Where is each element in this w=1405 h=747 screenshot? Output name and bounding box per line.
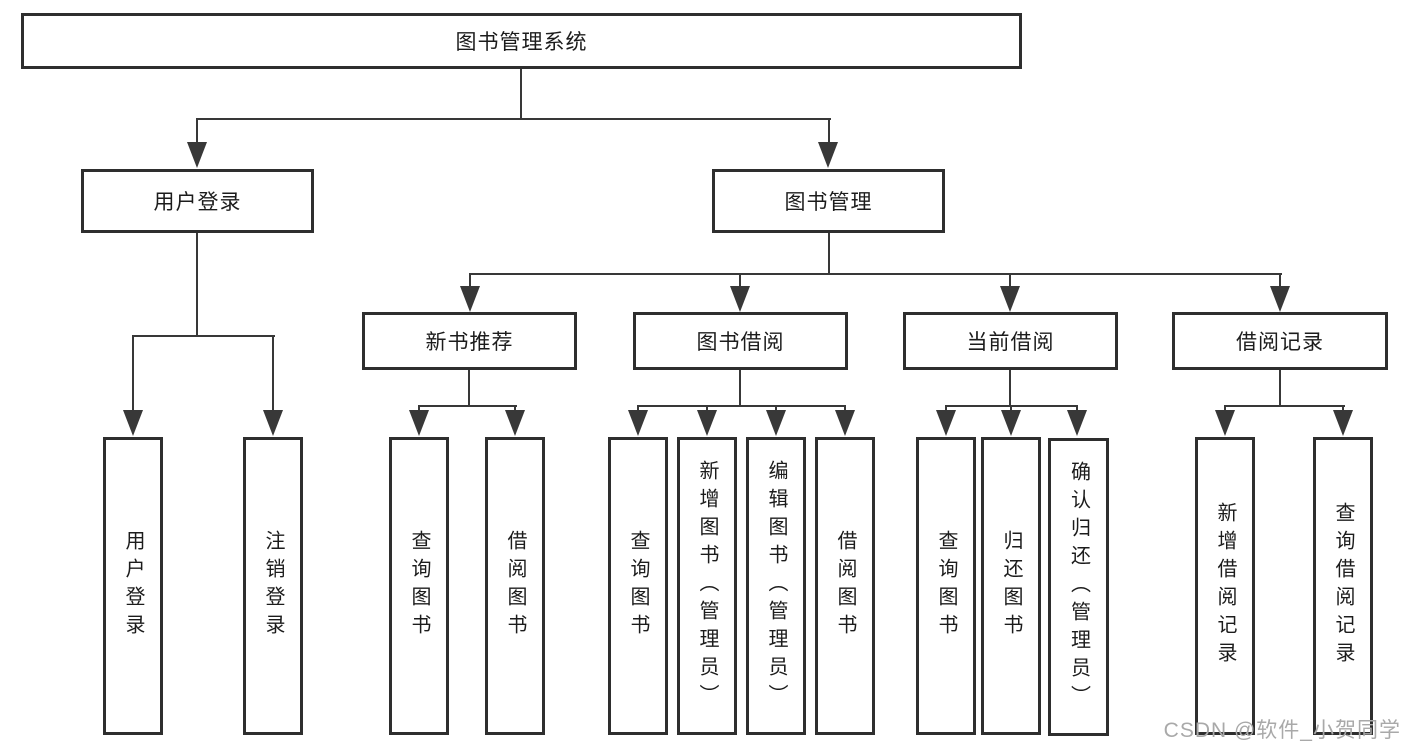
connector-line	[520, 69, 522, 118]
arrowhead-icon	[505, 410, 525, 436]
connector-line	[828, 233, 830, 275]
connector-line	[272, 335, 274, 414]
node-label: 当前借阅	[966, 331, 1055, 354]
connector-line	[828, 118, 830, 146]
connector-line	[132, 335, 275, 337]
arrowhead-icon	[628, 410, 648, 436]
connector-line	[739, 273, 741, 289]
node-label: 图书管理	[784, 191, 873, 214]
connector-line	[1009, 370, 1011, 407]
arrowhead-icon	[1067, 410, 1087, 436]
node-label: 新增借阅记录	[1214, 502, 1236, 670]
node-book-management: 图书管理	[712, 169, 945, 233]
leaf-add-book-admin: 新增图书（管理员）	[677, 437, 737, 735]
node-library-system: 图书管理系统	[21, 13, 1022, 69]
connector-line	[132, 335, 134, 414]
node-label: 新增图书（管理员）	[696, 460, 718, 712]
node-label: 用户登录	[153, 191, 242, 214]
leaf-logout: 注销登录	[243, 437, 303, 735]
arrowhead-icon	[697, 410, 717, 436]
leaf-confirm-return-admin: 确认归还（管理员）	[1048, 438, 1109, 736]
node-label: 查询图书	[935, 530, 957, 642]
arrowhead-icon	[263, 410, 283, 436]
node-label: 查询图书	[627, 530, 649, 642]
node-label: 注销登录	[262, 530, 284, 642]
node-label: 查询借阅记录	[1332, 502, 1354, 670]
connector-line	[775, 405, 777, 413]
connector-line	[1224, 405, 1345, 407]
arrowhead-icon	[1215, 410, 1235, 436]
arrowhead-icon	[123, 410, 143, 436]
connector-line	[739, 370, 741, 407]
node-label: 用户登录	[122, 530, 144, 642]
leaf-query-books-2: 查询图书	[608, 437, 668, 735]
connector-line	[945, 405, 947, 413]
leaf-query-borrow-record: 查询借阅记录	[1313, 437, 1373, 735]
connector-line	[1224, 405, 1226, 413]
connector-line	[196, 118, 198, 146]
connector-line	[469, 273, 1282, 275]
leaf-borrow-books-2: 借阅图书	[815, 437, 875, 735]
leaf-user-login: 用户登录	[103, 437, 163, 735]
leaf-query-books-3: 查询图书	[916, 437, 976, 735]
connector-line	[1010, 405, 1012, 413]
arrowhead-icon	[818, 142, 838, 168]
leaf-add-borrow-record: 新增借阅记录	[1195, 437, 1255, 735]
node-label: 借阅图书	[834, 530, 856, 642]
node-label: 确认归还（管理员）	[1067, 461, 1090, 713]
arrowhead-icon	[936, 410, 956, 436]
node-label: 查询图书	[408, 530, 430, 642]
connector-line	[469, 273, 471, 289]
connector-line	[637, 405, 639, 413]
connector-line	[1279, 273, 1281, 289]
connector-line	[1279, 370, 1281, 407]
node-borrowing-records: 借阅记录	[1172, 312, 1388, 370]
node-current-borrowing: 当前借阅	[903, 312, 1118, 370]
node-label: 图书管理系统	[455, 31, 588, 54]
node-book-borrowing: 图书借阅	[633, 312, 848, 370]
connector-line	[418, 405, 517, 407]
connector-line	[637, 405, 846, 407]
connector-line	[197, 118, 831, 120]
connector-line	[1342, 405, 1344, 413]
node-label: 图书借阅	[696, 331, 785, 354]
connector-line	[1076, 405, 1078, 413]
leaf-borrow-books-1: 借阅图书	[485, 437, 545, 735]
arrowhead-icon	[1333, 410, 1353, 436]
connector-line	[706, 405, 708, 413]
arrowhead-icon	[187, 142, 207, 168]
connector-line	[418, 405, 420, 413]
arrowhead-icon	[460, 286, 480, 312]
connector-line	[468, 370, 470, 407]
arrowhead-icon	[730, 286, 750, 312]
node-label: 编辑图书（管理员）	[765, 460, 787, 712]
connector-line	[196, 233, 198, 337]
leaf-query-books-1: 查询图书	[389, 437, 449, 735]
node-user-login: 用户登录	[81, 169, 314, 233]
node-label: 借阅图书	[504, 530, 526, 642]
arrowhead-icon	[1001, 410, 1021, 436]
arrowhead-icon	[409, 410, 429, 436]
connector-line	[844, 405, 846, 413]
leaf-return-book: 归还图书	[981, 437, 1041, 735]
csdn-watermark: CSDN @软件_小贺同学	[1163, 719, 1401, 742]
leaf-edit-book-admin: 编辑图书（管理员）	[746, 437, 806, 735]
connector-line	[514, 405, 516, 413]
arrowhead-icon	[1270, 286, 1290, 312]
node-label: 借阅记录	[1236, 331, 1324, 354]
arrowhead-icon	[835, 410, 855, 436]
arrowhead-icon	[1000, 286, 1020, 312]
connector-line	[1009, 273, 1011, 289]
arrowhead-icon	[766, 410, 786, 436]
node-new-book-recommend: 新书推荐	[362, 312, 577, 370]
node-label: 新书推荐	[425, 331, 514, 354]
node-label: 归还图书	[1000, 530, 1022, 642]
